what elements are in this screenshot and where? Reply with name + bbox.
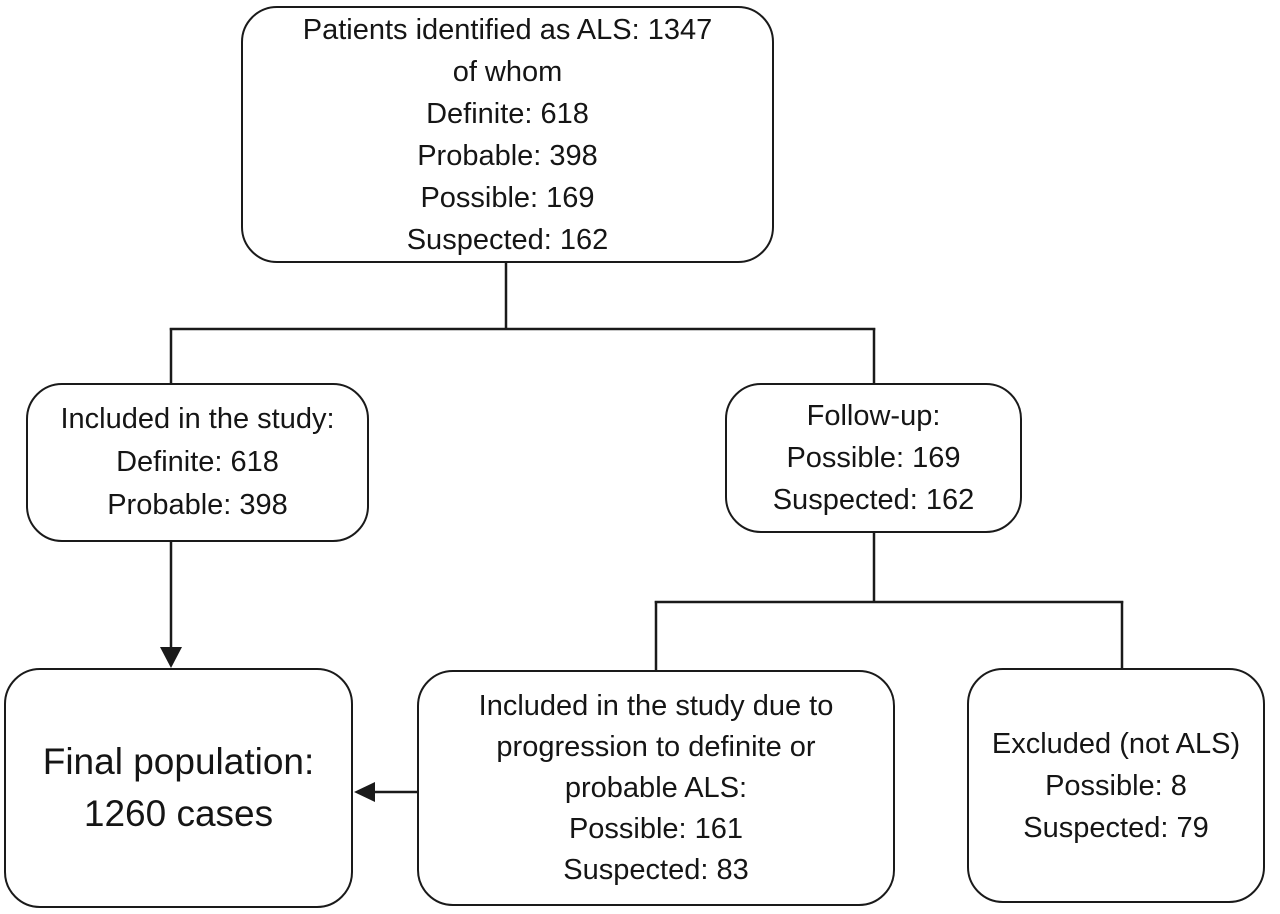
box-line: Suspected: 79 <box>1023 811 1209 844</box>
box-line: Excluded (not ALS) <box>991 727 1241 760</box>
box-line: Included in the study due to <box>478 689 834 722</box>
box-line: Possible: 8 <box>1045 769 1187 802</box>
box-line: progression to definite or <box>496 730 816 763</box>
arrowhead-left-icon <box>354 782 375 802</box>
box-included-in-study: Included in the study: Definite: 618 Pro… <box>26 383 369 542</box>
box-line: probable ALS: <box>564 771 748 804</box>
box-patients-identified: Patients identified as ALS: 1347 of whom… <box>241 6 774 263</box>
box-line: Probable: 398 <box>107 489 288 521</box>
box-line: Definite: 618 <box>426 97 589 130</box>
box-line: of whom <box>452 55 563 88</box>
box-included-progression: Included in the study due to progression… <box>417 670 895 906</box>
box-line: Definite: 618 <box>116 446 279 478</box>
box-line: Suspected: 162 <box>406 223 609 256</box>
box-line: Follow-up: <box>806 400 941 432</box>
box-line: Probable: 398 <box>417 139 598 172</box>
box-line: Final population: <box>42 741 315 782</box>
box-follow-up: Follow-up: Possible: 169 Suspected: 162 <box>725 383 1022 533</box>
box-line: Possible: 169 <box>786 442 961 474</box>
box-final-population: Final population: 1260 cases <box>4 668 353 908</box>
box-line: Suspected: 83 <box>563 853 749 886</box>
box-line: Suspected: 162 <box>772 484 975 516</box>
box-line: 1260 cases <box>83 793 274 834</box>
box-line: Patients identified as ALS: 1347 <box>302 13 713 46</box>
box-line: Included in the study: <box>60 403 335 435</box>
arrowhead-down-icon <box>160 647 182 668</box>
box-excluded: Excluded (not ALS) Possible: 8 Suspected… <box>967 668 1265 903</box>
box-line: Possible: 169 <box>420 181 595 214</box>
box-line: Possible: 161 <box>568 812 744 845</box>
